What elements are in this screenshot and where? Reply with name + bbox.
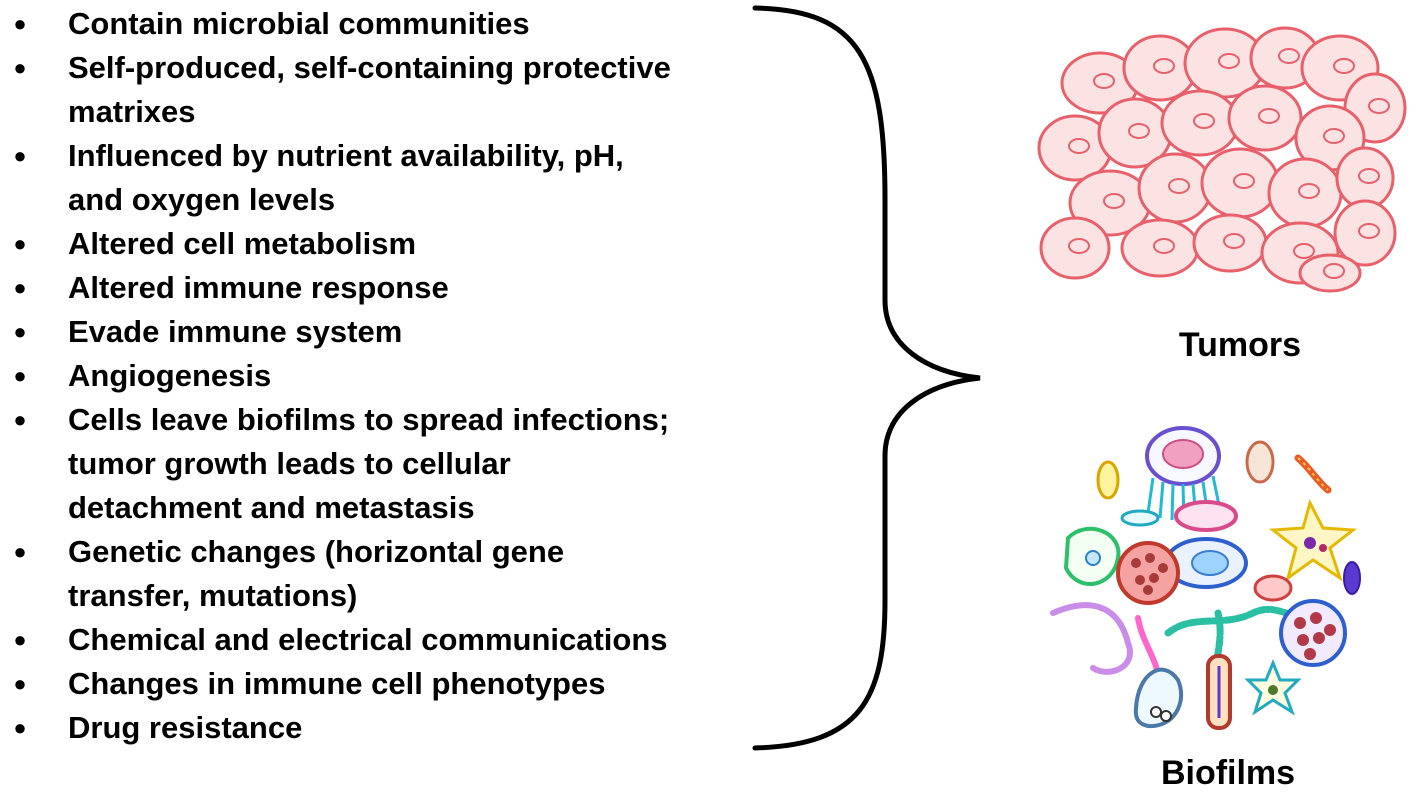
feature-text-line: matrixes bbox=[68, 94, 196, 129]
feature-text-line: detachment and metastasis bbox=[68, 490, 475, 525]
feature-text-line: Cells leave biofilms to spread infection… bbox=[68, 402, 670, 437]
bullet-icon: ● bbox=[13, 275, 27, 300]
feature-text-line: tumor growth leads to cellular bbox=[68, 446, 511, 481]
bullet-icon: ● bbox=[13, 231, 27, 256]
feature-text-line: Self-produced, self-containing protectiv… bbox=[68, 50, 671, 85]
curly-brace bbox=[752, 5, 981, 751]
bullet-icon: ● bbox=[13, 11, 27, 36]
bullet-icon: ● bbox=[13, 143, 27, 168]
feature-item: ● Influenced by nutrient availability, pH… bbox=[0, 134, 790, 222]
tumor-illustration bbox=[1037, 26, 1407, 293]
bullet-icon: ● bbox=[13, 363, 27, 388]
bullet-icon: ● bbox=[13, 539, 27, 564]
feature-item: ● Angiogenesis bbox=[0, 354, 790, 398]
bullet-icon: ● bbox=[13, 627, 27, 652]
bullet-icon: ● bbox=[13, 55, 27, 80]
feature-text-line: Altered immune response bbox=[68, 270, 449, 305]
feature-item: ● Changes in immune cell phenotypes bbox=[0, 662, 790, 706]
feature-text-line: and oxygen levels bbox=[68, 182, 336, 217]
feature-item: ● Contain microbial communities bbox=[0, 2, 790, 46]
tumors-label: Tumors bbox=[1178, 326, 1302, 364]
feature-text-line: transfer, mutations) bbox=[68, 578, 358, 613]
bullet-icon: ● bbox=[13, 319, 27, 344]
feature-text-line: Contain microbial communities bbox=[68, 6, 530, 41]
feature-text-line: Influenced by nutrient availability, pH, bbox=[68, 138, 624, 173]
feature-text-line: Drug resistance bbox=[68, 710, 303, 745]
feature-item: ● Drug resistance bbox=[0, 706, 790, 750]
feature-item: ● Cells leave biofilms to spread infectio… bbox=[0, 398, 790, 530]
bullet-icon: ● bbox=[13, 407, 27, 432]
feature-item: ● Genetic changes (horizontal gene transfe… bbox=[0, 530, 790, 618]
feature-text-line: Changes in immune cell phenotypes bbox=[68, 666, 606, 701]
feature-item: ● Self-produced, self-containing protecti… bbox=[0, 46, 790, 134]
feature-text-line: Evade immune system bbox=[68, 314, 403, 349]
feature-text-line: Altered cell metabolism bbox=[68, 226, 417, 261]
biofilm-illustration bbox=[1050, 426, 1361, 730]
feature-text-line: Angiogenesis bbox=[68, 358, 272, 393]
feature-item: ● Chemical and electrical communications bbox=[0, 618, 790, 662]
feature-item: ● Altered immune response bbox=[0, 266, 790, 310]
bullet-icon: ● bbox=[13, 715, 27, 740]
bullet-icon: ● bbox=[13, 671, 27, 696]
feature-list: ● Contain microbial communities ● Self-prod… bbox=[0, 2, 790, 750]
biofilms-label: Biofilms bbox=[1160, 754, 1296, 792]
feature-item: ● Evade immune system bbox=[0, 310, 790, 354]
feature-item: ● Altered cell metabolism bbox=[0, 222, 790, 266]
feature-text-line: Genetic changes (horizontal gene bbox=[68, 534, 565, 569]
feature-text-line: Chemical and electrical communications bbox=[68, 622, 668, 657]
